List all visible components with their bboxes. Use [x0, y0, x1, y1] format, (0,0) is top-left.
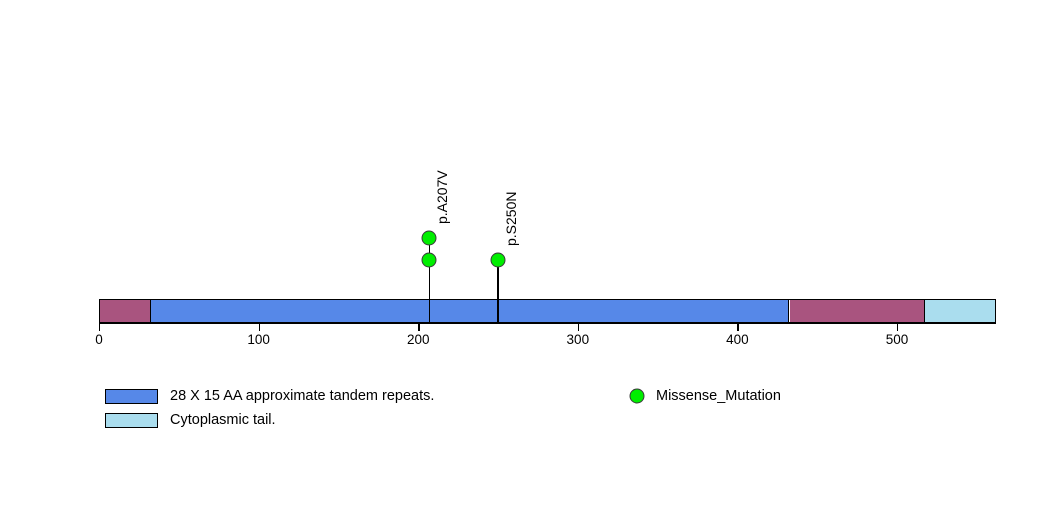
x-axis-tick-label: 500 [885, 332, 909, 347]
legend-mutation-dot [629, 388, 645, 404]
x-axis-tick-label: 400 [726, 332, 749, 347]
legend-swatch [105, 413, 158, 428]
legend-mutation-label: Missense_Mutation [656, 388, 781, 404]
x-axis-tick-label: 100 [247, 332, 270, 347]
x-axis-tick [737, 323, 739, 331]
x-axis-tick-label: 0 [95, 332, 103, 347]
lollipop-stem [428, 238, 431, 323]
mutation-dot[interactable] [490, 252, 506, 268]
protein-backbone-bar [99, 299, 996, 323]
x-axis-tick [418, 323, 420, 331]
mutation-label: p.S250N [503, 191, 520, 246]
mutation-label: p.A207V [434, 170, 451, 224]
domain-segment-n-terminal-region[interactable] [100, 300, 152, 322]
domain-segment-cytoplasmic-tail[interactable] [925, 300, 995, 322]
x-axis-tick-label: 300 [566, 332, 590, 347]
legend-label: 28 X 15 AA approximate tandem repeats. [170, 388, 435, 404]
mutation-dot[interactable] [421, 252, 437, 268]
legend-swatch [105, 389, 158, 404]
x-axis-tick [577, 323, 580, 331]
x-axis-line [99, 323, 996, 325]
domain-segment-transmembrane-region[interactable] [789, 300, 926, 322]
legend-label: Cytoplasmic tail. [170, 412, 276, 428]
x-axis-tick [258, 323, 260, 331]
mutation-dot[interactable] [421, 230, 437, 246]
x-axis-tick-label: 200 [406, 332, 430, 347]
domain-segment-tandem-repeats[interactable] [151, 300, 790, 322]
x-axis-tick [99, 323, 101, 331]
lollipop-stem [497, 260, 499, 323]
x-axis-tick [897, 323, 899, 331]
